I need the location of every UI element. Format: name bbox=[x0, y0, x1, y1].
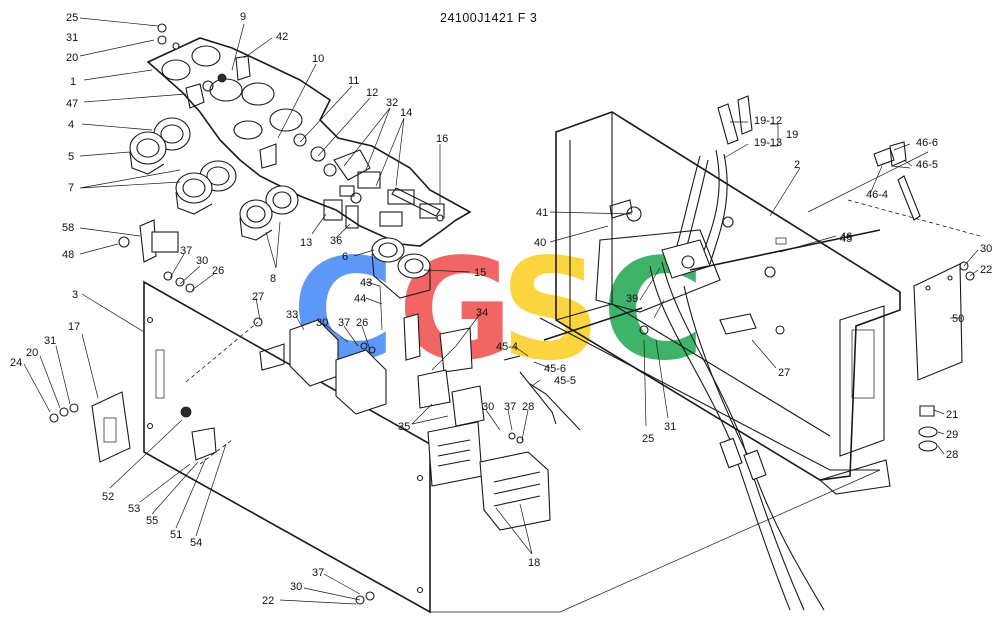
callout-36: 36 bbox=[330, 235, 342, 247]
callout-26: 26 bbox=[356, 317, 368, 329]
leader-lines bbox=[23, 17, 979, 605]
callout-42: 42 bbox=[276, 31, 288, 43]
callout-1: 1 bbox=[70, 76, 76, 88]
callout-18: 18 bbox=[528, 557, 540, 569]
callout-16: 16 bbox=[436, 133, 448, 145]
callout-32: 32 bbox=[386, 97, 398, 109]
callout-4: 4 bbox=[68, 119, 74, 131]
callout-15: 15 bbox=[474, 267, 486, 279]
callout-54: 54 bbox=[190, 537, 202, 549]
callout-52: 52 bbox=[102, 491, 114, 503]
callout-48: 48 bbox=[62, 249, 74, 261]
callout-47: 47 bbox=[66, 98, 78, 110]
callout-29: 29 bbox=[946, 429, 958, 441]
callout-28: 28 bbox=[522, 401, 534, 413]
callout-45-5: 45-5 bbox=[554, 375, 576, 387]
instrument-panel bbox=[146, 37, 472, 247]
callout-41: 41 bbox=[536, 207, 548, 219]
callout-33: 33 bbox=[286, 309, 298, 321]
callout-30: 30 bbox=[290, 581, 302, 593]
callout-13: 13 bbox=[300, 237, 312, 249]
callout-44: 44 bbox=[354, 293, 366, 305]
callout-20: 20 bbox=[66, 52, 78, 64]
callout-5: 5 bbox=[68, 151, 74, 163]
callout-6: 6 bbox=[342, 251, 348, 263]
right-small-parts bbox=[847, 141, 981, 452]
callout-3: 3 bbox=[72, 289, 78, 301]
callout-9: 9 bbox=[240, 11, 246, 23]
callout-39: 39 bbox=[626, 293, 638, 305]
drawing-number: 24100J1421 F 3 bbox=[440, 11, 537, 25]
callout-25: 25 bbox=[642, 433, 654, 445]
relay-group bbox=[259, 313, 557, 531]
callout-27: 27 bbox=[778, 367, 790, 379]
callout-25: 25 bbox=[66, 12, 78, 24]
callout-31: 31 bbox=[664, 421, 676, 433]
callout-19-12: 19-12 bbox=[754, 115, 782, 127]
callout-45-6: 45-6 bbox=[544, 363, 566, 375]
callout-55: 55 bbox=[146, 515, 158, 527]
callout-46-5: 46-5 bbox=[916, 159, 938, 171]
callout-37: 37 bbox=[180, 245, 192, 257]
callout-12: 12 bbox=[366, 87, 378, 99]
watermark-letter-s: S bbox=[500, 229, 601, 392]
callout-46-4: 46-4 bbox=[866, 189, 888, 201]
callout-43: 43 bbox=[360, 277, 372, 289]
callout-34: 34 bbox=[476, 307, 488, 319]
callout-31: 31 bbox=[44, 335, 56, 347]
callout-22: 22 bbox=[262, 595, 274, 607]
callout-27: 27 bbox=[252, 291, 264, 303]
callout-37: 37 bbox=[504, 401, 516, 413]
callout-20: 20 bbox=[26, 347, 38, 359]
left-small-parts bbox=[49, 23, 375, 605]
callout-19: 19 bbox=[786, 129, 798, 141]
callout-19-13: 19-13 bbox=[754, 137, 782, 149]
callout-22: 22 bbox=[980, 264, 992, 276]
callout-30: 30 bbox=[316, 317, 328, 329]
callout-51: 51 bbox=[170, 529, 182, 541]
callout-30: 30 bbox=[980, 243, 992, 255]
callout-40: 40 bbox=[534, 237, 546, 249]
callout-21: 21 bbox=[946, 409, 958, 421]
callout-45: 45 bbox=[840, 233, 852, 245]
callout-37: 37 bbox=[312, 567, 324, 579]
gauge-cluster bbox=[129, 117, 431, 299]
control-levers bbox=[503, 95, 881, 611]
callout-46: 46 bbox=[840, 231, 852, 243]
callout-58: 58 bbox=[62, 222, 74, 234]
callout-37: 37 bbox=[338, 317, 350, 329]
callout-17: 17 bbox=[68, 321, 80, 333]
callout-28: 28 bbox=[946, 449, 958, 461]
callout-30: 30 bbox=[482, 401, 494, 413]
callout-24: 24 bbox=[10, 357, 22, 369]
callout-45-4: 45-4 bbox=[496, 341, 518, 353]
callout-10: 10 bbox=[312, 53, 324, 65]
callout-46-6: 46-6 bbox=[916, 137, 938, 149]
callout-35: 35 bbox=[398, 421, 410, 433]
callout-30: 30 bbox=[196, 255, 208, 267]
callout-14: 14 bbox=[400, 107, 412, 119]
callout-2: 2 bbox=[794, 159, 800, 171]
callout-8: 8 bbox=[270, 273, 276, 285]
callout-labels: 2531201474575848317242031525355515494210… bbox=[10, 11, 992, 607]
callout-53: 53 bbox=[128, 503, 140, 515]
callout-11: 11 bbox=[348, 75, 359, 87]
callout-7: 7 bbox=[68, 182, 74, 194]
callout-31: 31 bbox=[66, 32, 78, 44]
callout-26: 26 bbox=[212, 265, 224, 277]
callout-50: 50 bbox=[952, 313, 964, 325]
